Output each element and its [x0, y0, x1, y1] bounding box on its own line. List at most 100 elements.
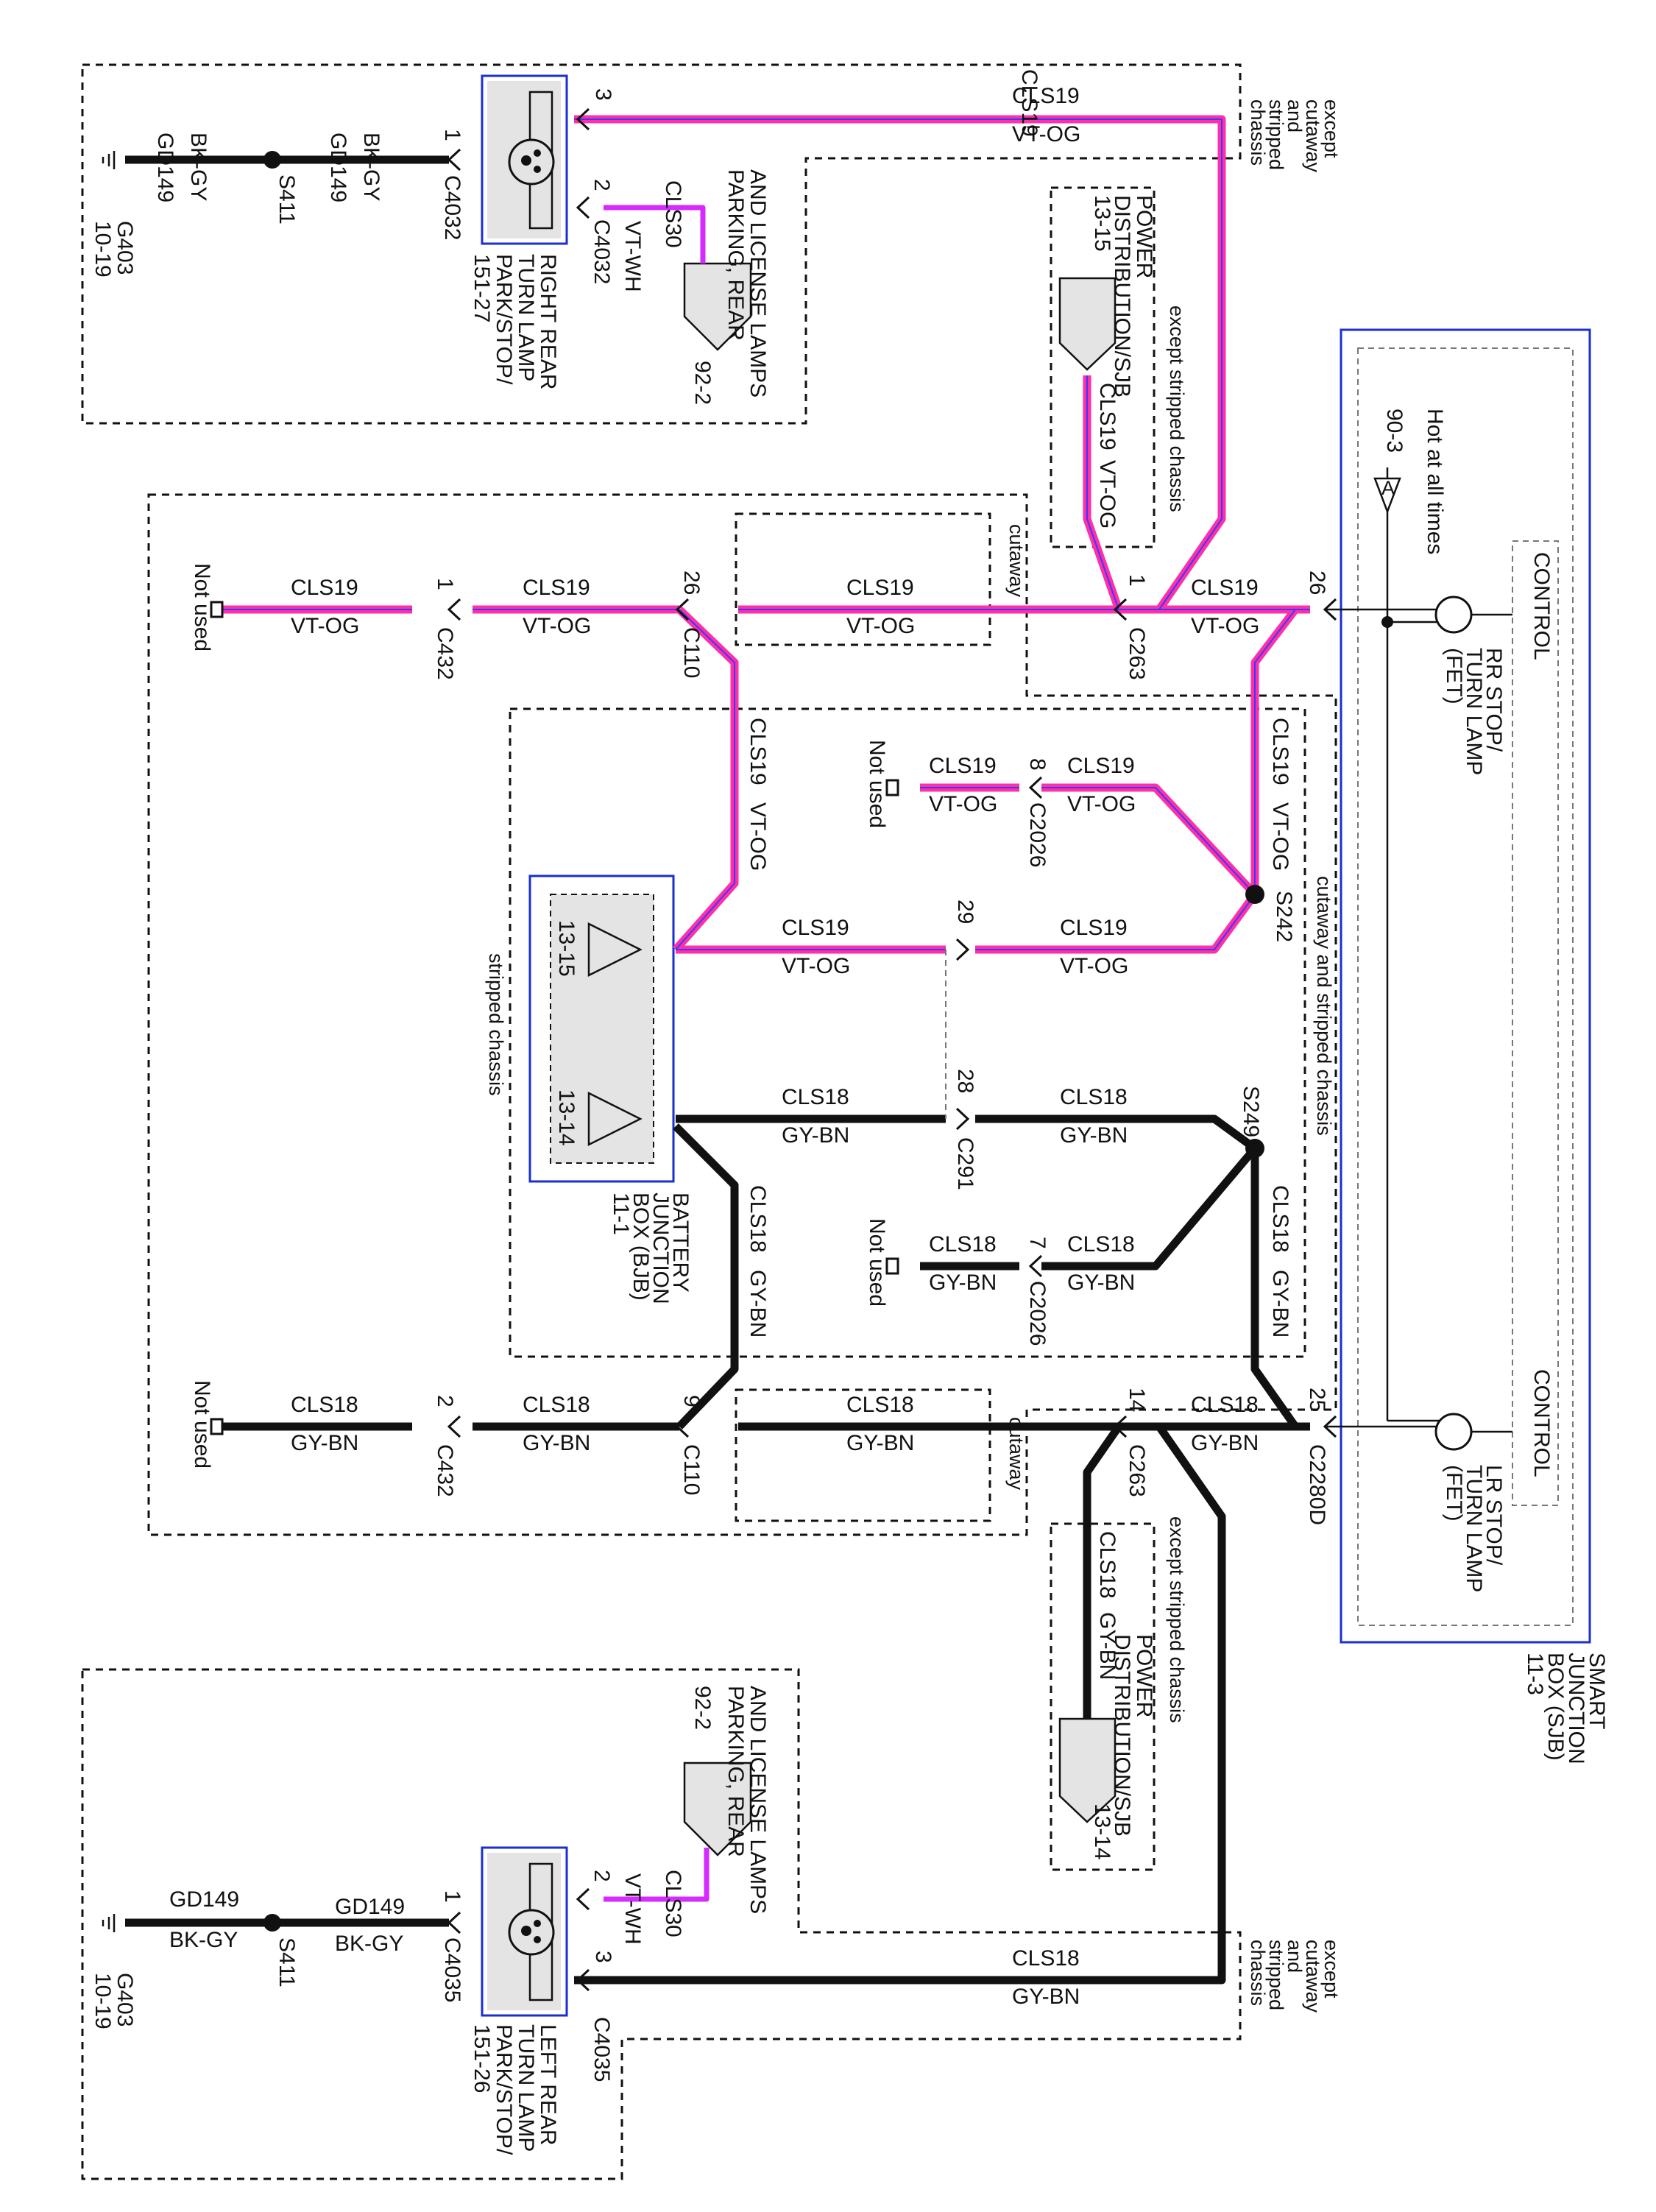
ground-label: G403 [113, 221, 137, 275]
sjb-label: BOX (SJB) [1543, 1653, 1568, 1761]
wires-vt-wh [604, 205, 710, 1902]
not-used-label: Not used [865, 740, 889, 828]
wires-gy-bn [125, 155, 1310, 1985]
note-stripped: stripped chassis [485, 953, 507, 1096]
pin-label: 2 [433, 1395, 457, 1407]
splice-label-s411: S411 [275, 174, 299, 225]
bjb-fuse-1315-icon [587, 922, 643, 978]
note: and [1284, 1940, 1306, 1973]
note-cutaway-stripped: cutaway and stripped chassis [1313, 876, 1335, 1136]
connector-label-c4035: C4035 [590, 2017, 614, 2082]
wire-label-gy-bn: GY-BN [523, 1431, 590, 1455]
wire-label-gy-bn: GY-BN [1067, 1271, 1135, 1295]
wire-label-gy-bn: GY-BN [1268, 1270, 1292, 1338]
note-cutaway: cutaway [1005, 1417, 1027, 1491]
bjb-label: BOX (BJB) [629, 1192, 653, 1301]
wire-label-cls30: CLS30 [661, 180, 685, 248]
wire-label-cls19: CLS19 [1067, 754, 1135, 778]
wire-label-vt-og: VT-OG [523, 614, 591, 638]
pin-label: 3 [591, 88, 615, 101]
not-used-label: Not used [865, 1218, 889, 1307]
lamp-label: PARK/STOP/ [492, 254, 516, 385]
ground-symbols [102, 151, 116, 1932]
note-except-stripped: except stripped chassis [1166, 1516, 1188, 1723]
pin-label: 7 [1025, 1237, 1050, 1249]
sjb-control: CONTROL [1529, 1369, 1554, 1477]
wire-label-cls19: CLS19 [1060, 916, 1128, 940]
sjb-lr: LR STOP/ [1482, 1465, 1506, 1566]
sjb-page: 11-3 [1523, 1653, 1547, 1695]
connector-label-c263: C263 [1125, 1444, 1149, 1497]
sjb-hot-label: Hot at all times [1423, 409, 1447, 554]
wire-label-cls18: CLS18 [782, 1085, 849, 1109]
sjb-fuse-label: A [1381, 477, 1395, 499]
pin-label: 1 [440, 1890, 464, 1903]
wire-label-cls19: CLS19 [929, 754, 997, 778]
wire-label-gy-bn: GY-BN [1095, 1612, 1119, 1680]
pin-label: 14 [1125, 1388, 1149, 1412]
wire-label-gd149: GD149 [335, 1895, 405, 1919]
pdist-page: 13-14 [1090, 1803, 1114, 1860]
wire-label-vt-og: VT-OG [846, 614, 915, 638]
power-distribution-shapes [683, 262, 1117, 1856]
wire-label-vt-og: VT-OG [1268, 802, 1292, 871]
splice-label-s242: S242 [1272, 891, 1296, 942]
sjb-label: JUNCTION [1564, 1653, 1588, 1764]
wire-label-vt-og: VT-OG [782, 954, 850, 978]
wire-label-cls19: CLS19 [782, 916, 849, 940]
connector-label-c4035: C4035 [440, 1937, 464, 2002]
wire-label-gy-bn: GY-BN [782, 1123, 849, 1148]
pin-label: 29 [953, 900, 977, 924]
parking-lamps-label: AND LICENSE LAMPS [746, 169, 770, 397]
splice-s242 [1245, 885, 1264, 904]
connector-label-c4032: C4032 [590, 219, 614, 284]
pin-label: 28 [953, 1069, 977, 1093]
connector-label-c432: C432 [433, 627, 457, 680]
wire-label-cls19: CLS19 [1095, 383, 1119, 450]
fuse-a-icon [1373, 477, 1401, 515]
wire-label-bk-gy: BK-GY [359, 132, 383, 201]
note: cutaway [1302, 99, 1324, 173]
region-boxes [81, 63, 1337, 2180]
wire-label-cls19: CLS19 [1017, 69, 1041, 137]
wire-label-cls30: CLS30 [661, 1870, 685, 1937]
note-cutaway: cutaway [1005, 524, 1027, 598]
pin-label: 2 [590, 1870, 614, 1882]
wire-label-gy-bn: GY-BN [291, 1431, 358, 1455]
wire-label-gd149: GD149 [169, 1887, 239, 1912]
parking-lamps-label: PARKING, REAR [723, 169, 748, 341]
wires-vt-og-core [221, 119, 1310, 950]
lamp-label: TURN LAMP [514, 2024, 538, 2152]
note: except [1320, 1940, 1342, 1999]
lamp-page: 151-26 [470, 2024, 494, 2093]
sjb-rr: TURN LAMP [1462, 648, 1486, 775]
pin-label: 2 [590, 179, 614, 191]
pin-label: 1 [1125, 574, 1149, 587]
parking-lamps-label: PARKING, REAR [723, 1686, 748, 1857]
connector-label-c291: C291 [953, 1137, 977, 1190]
wire-label-vt-og: VT-OG [1191, 614, 1259, 638]
note: stripped [1265, 99, 1287, 170]
wire-label-cls18: CLS18 [1060, 1085, 1128, 1109]
battery-junction-box [528, 874, 675, 1183]
wire-label-vt-og: VT-OG [929, 792, 997, 816]
wire-label-vt-og: VT-OG [1012, 122, 1080, 146]
wire-label-gy-bn: GY-BN [1060, 1123, 1128, 1148]
sjb-rr: (FET) [1442, 648, 1466, 704]
parking-lamps-label: AND LICENSE LAMPS [746, 1686, 770, 1914]
not-used-terminals [210, 601, 899, 1435]
ground-label: G403 [113, 1973, 137, 2027]
wire-label-vt-og: VT-OG [746, 802, 770, 871]
wire-label-cls18: CLS18 [746, 1185, 770, 1253]
right-rear-lamp [481, 74, 568, 245]
wire-label-cls18: CLS18 [846, 1393, 914, 1417]
connector-label-c110: C110 [679, 1444, 704, 1496]
lamp-label: LEFT REAR [536, 2024, 560, 2146]
pin-label: 1 [440, 129, 464, 141]
not-used-label: Not used [190, 563, 214, 651]
pdist-label: POWER [1132, 195, 1156, 278]
pin-label: 26 [1305, 570, 1329, 595]
connector-arrows [447, 107, 1337, 1992]
smart-junction-box [1325, 328, 1591, 1644]
bjb-pin: 13-14 [554, 1089, 578, 1146]
